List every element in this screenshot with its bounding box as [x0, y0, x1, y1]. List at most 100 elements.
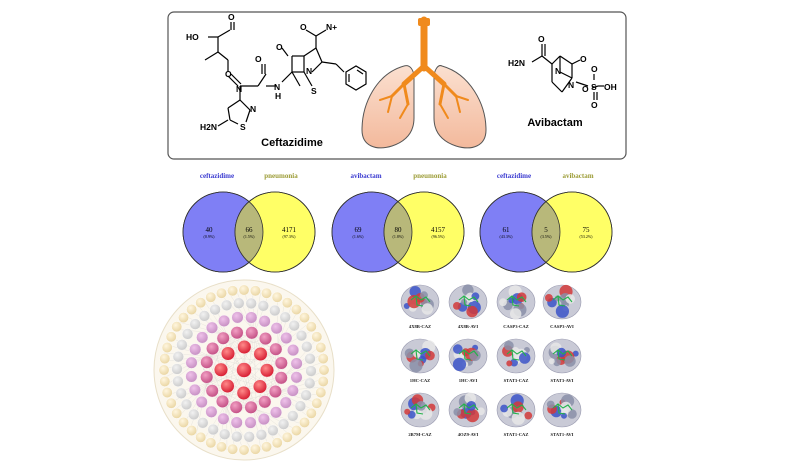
network-node: [227, 285, 239, 297]
venn-overlap-count: 80: [395, 226, 403, 234]
network-node: [278, 418, 290, 430]
surface-patch: [477, 407, 485, 416]
atom-label: O: [276, 42, 283, 52]
network-node: [268, 385, 282, 399]
network-node: [259, 332, 273, 346]
network-node: [229, 400, 243, 414]
network-node: [258, 395, 272, 409]
network-node: [205, 437, 217, 449]
network-node: [215, 394, 229, 408]
surface-patch: [511, 411, 525, 425]
network-node: [295, 330, 308, 342]
atom-label: H2N: [508, 58, 525, 68]
venn-overlap-count-percent: (3.5%): [541, 234, 553, 239]
network-node: [279, 396, 292, 409]
atom-label: O: [255, 54, 262, 64]
network-node: [301, 341, 313, 353]
atom-label: N+: [326, 22, 337, 32]
network-node: [249, 443, 261, 455]
atom-label: O: [225, 69, 232, 79]
docking-complex: STAT3-CAZ: [496, 338, 536, 383]
atom-label: N: [568, 80, 574, 90]
network-node: [300, 389, 312, 401]
network-node: [270, 406, 283, 419]
docking-complex: 1HC-CAZ: [400, 338, 440, 383]
network-node: [171, 407, 183, 419]
network-node: [269, 304, 281, 317]
docking-label: 4OZ9-AVI: [458, 432, 479, 437]
docking-label: STAT1-CAZ: [504, 432, 529, 437]
network-node: [286, 384, 299, 397]
venn-left-label: ceftazidime: [200, 172, 234, 180]
network-node: [171, 321, 183, 333]
network-node: [244, 416, 257, 429]
network-node: [207, 423, 219, 436]
network-node: [217, 412, 230, 425]
trachea-top: [418, 18, 430, 26]
network-node: [271, 437, 283, 449]
network-node: [281, 431, 293, 443]
network-node: [231, 311, 244, 324]
network-ring: [200, 326, 288, 414]
network-node: [159, 375, 171, 387]
network-node: [196, 331, 209, 344]
network-node: [230, 326, 244, 340]
network-node: [161, 342, 173, 353]
docking-complex: 4OZ9-AVI: [448, 392, 488, 437]
network-node: [274, 356, 288, 370]
network-node: [176, 339, 188, 351]
network-node: [269, 342, 283, 356]
avibactam-structure: [531, 44, 604, 100]
surface-patch: [524, 411, 533, 420]
network-node: [252, 379, 267, 394]
atom-label: N: [306, 66, 312, 76]
atom-label: O: [591, 100, 598, 110]
docking-label: 4X8B-CAZ: [409, 324, 431, 329]
network-node: [220, 346, 235, 361]
network-node: [236, 362, 252, 378]
network-node: [230, 416, 243, 429]
venn-right-label: pneumonia: [264, 172, 298, 180]
network-node: [200, 355, 214, 369]
venn-left-label: ceftazidime: [497, 172, 531, 180]
ligand-sticks: [552, 295, 573, 307]
network-node: [216, 331, 230, 345]
network-node: [195, 431, 207, 443]
network-node: [205, 321, 218, 334]
ceftazidime-atom-labels: HO O O O N N H N H2N S O N S O N+: [186, 12, 337, 132]
venn-overlap-region: [532, 192, 560, 272]
ligand-sticks: [458, 349, 479, 361]
docking-complex: STAT3-AVI: [542, 338, 582, 383]
network-node: [213, 362, 228, 377]
network-ring: [158, 284, 330, 456]
network-node: [290, 304, 302, 315]
network-node: [200, 370, 214, 384]
network-node: [205, 405, 218, 418]
network-node: [244, 400, 258, 414]
surface-patch: [466, 305, 478, 318]
docking-label: STAT3-AVI: [551, 378, 574, 383]
network-node: [171, 363, 183, 375]
venn-left-count-percent: (0.9%): [204, 234, 216, 239]
venn-overlap-count-percent: (1.8%): [393, 234, 405, 239]
atom-label: S: [591, 82, 597, 92]
atom-label: N: [274, 82, 280, 92]
network-node: [255, 429, 268, 441]
surface-patch: [421, 303, 433, 315]
network-node: [257, 300, 269, 312]
network-node: [249, 285, 261, 297]
network-node: [158, 364, 170, 376]
ppi-network: [153, 279, 335, 461]
network-node: [274, 371, 288, 385]
surface-patch: [453, 302, 461, 310]
surface-patch: [506, 360, 513, 367]
network-node: [185, 356, 198, 369]
network-node: [245, 311, 258, 324]
docking-complex: 4X8B-AVI: [448, 284, 488, 329]
surface-patch: [561, 412, 567, 419]
surface-patch: [404, 408, 411, 415]
surface-patch: [553, 358, 561, 367]
surface-patch: [572, 350, 579, 357]
atom-label: N: [236, 84, 242, 94]
